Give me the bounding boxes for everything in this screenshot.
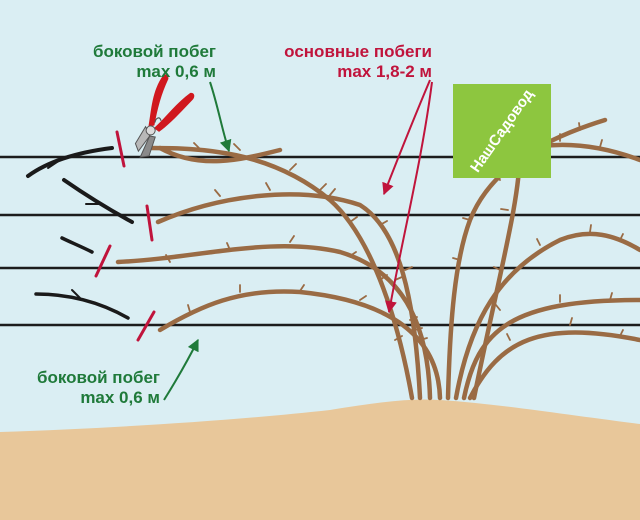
- cane: [157, 289, 443, 401]
- cane: [157, 145, 283, 164]
- cut-mark: [94, 244, 112, 278]
- removed-shoot: [26, 146, 114, 178]
- removed-lateral-shoots: [26, 146, 134, 320]
- lateral-shoot-label-top: боковой побег max 0,6 м: [40, 42, 216, 82]
- main-arrow-lower: [385, 81, 433, 314]
- main-shoots-label: основные побеги max 1,8-2 м: [240, 42, 432, 82]
- site-logo: НашСадовод: [453, 84, 551, 178]
- removed-shoot: [71, 289, 81, 299]
- main-shoots-title: основные побеги: [284, 42, 432, 61]
- cane-thorns: [165, 103, 624, 341]
- removed-shoot: [34, 292, 130, 320]
- cut-mark: [145, 204, 154, 242]
- pruning-shears-icon: [134, 74, 195, 158]
- cut-marks: [94, 130, 156, 342]
- main-shoots-length: max 1,8-2 м: [337, 62, 432, 81]
- cut-mark: [136, 310, 156, 342]
- site-logo-text: НашСадовод: [467, 86, 537, 176]
- lateral-shoot-length: max 0,6 м: [136, 62, 216, 81]
- cane: [147, 145, 415, 401]
- fruiting-canes: [115, 107, 640, 401]
- trellis-wires: [0, 155, 640, 327]
- soil-mound: [0, 399, 640, 520]
- lateral-shoot-title: боковой побег: [92, 42, 216, 61]
- removed-shoot: [60, 236, 94, 254]
- lateral-shoot-label-bottom: боковой побег max 0,6 м: [6, 368, 160, 408]
- cane: [453, 231, 640, 401]
- cut-mark: [115, 130, 126, 168]
- lateral-shoot-length: max 0,6 м: [80, 388, 160, 407]
- main-arrow-upper: [382, 79, 431, 196]
- lateral-top-arrow: [209, 81, 232, 153]
- removed-shoot: [47, 159, 61, 169]
- cane: [467, 330, 640, 401]
- cane: [115, 244, 433, 401]
- lateral-bottom-arrow: [163, 338, 199, 401]
- lateral-shoot-title: боковой побег: [36, 368, 160, 387]
- cane: [461, 297, 640, 401]
